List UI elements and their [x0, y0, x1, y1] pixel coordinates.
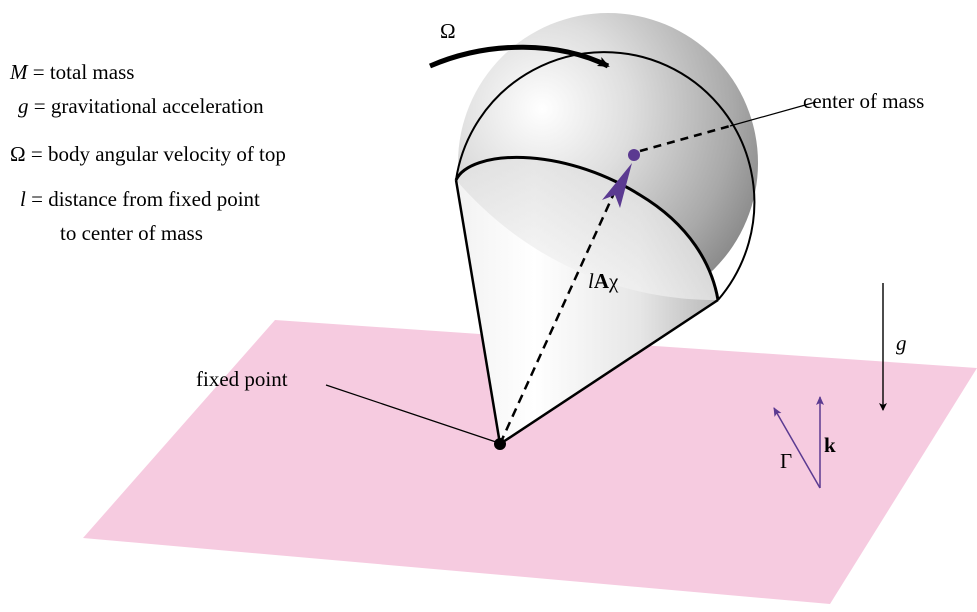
fixed-point-dot	[494, 438, 506, 450]
legend-row-mass: M = total mass	[9, 60, 134, 84]
legend-equals: =	[29, 94, 51, 118]
gravity-label: g	[896, 331, 907, 355]
legend-symbol: l	[20, 187, 26, 211]
center-of-mass-label: center of mass	[803, 89, 924, 113]
fixed-point-leader	[325, 384, 497, 443]
legend-equals: =	[28, 60, 50, 84]
legend-row-distance: l = distance from fixed point	[20, 187, 260, 211]
l-a-chi-vector	[498, 179, 622, 445]
cap-rim	[454, 155, 720, 301]
legend-symbol: Ω	[10, 142, 26, 166]
cone-cap	[456, 157, 718, 300]
omega-label: Ω	[440, 19, 456, 43]
vector-chi: χ	[608, 269, 619, 293]
center-of-mass-dot	[628, 149, 640, 161]
com-dashed-leader	[639, 124, 731, 153]
vector-label: lAχ	[588, 269, 619, 293]
spinning-top	[454, 13, 758, 446]
legend-text: gravitational acceleration	[51, 94, 264, 118]
legend-row-omega: Ω = body angular velocity of top	[10, 142, 286, 166]
legend-symbol: g	[18, 94, 29, 118]
legend-row-distance-continuation: to center of mass	[60, 221, 203, 245]
l-a-chi-arrowhead	[602, 163, 632, 208]
gamma-label: Γ	[780, 449, 792, 473]
ground-plane	[83, 320, 977, 604]
legend: M = total mass g = gravitational acceler…	[9, 60, 286, 245]
com-leader	[729, 101, 817, 127]
vector-a: A	[594, 269, 610, 293]
legend-equals: =	[26, 142, 48, 166]
legend-text: body angular velocity of top	[48, 142, 286, 166]
legend-text: total mass	[50, 60, 135, 84]
legend-equals: =	[26, 187, 48, 211]
vector-l: l	[588, 269, 594, 293]
legend-text: distance from fixed point	[48, 187, 260, 211]
sphere-outline	[455, 51, 756, 301]
legend-symbol: M	[9, 60, 29, 84]
cone-right-edge	[499, 298, 719, 446]
k-label: k	[824, 433, 836, 457]
fixed-point-label: fixed point	[196, 367, 288, 391]
gamma-vector	[773, 407, 821, 489]
legend-row-gravity: g = gravitational acceleration	[18, 94, 264, 118]
omega-arrow	[429, 44, 610, 69]
cone-left-edge	[454, 179, 502, 445]
